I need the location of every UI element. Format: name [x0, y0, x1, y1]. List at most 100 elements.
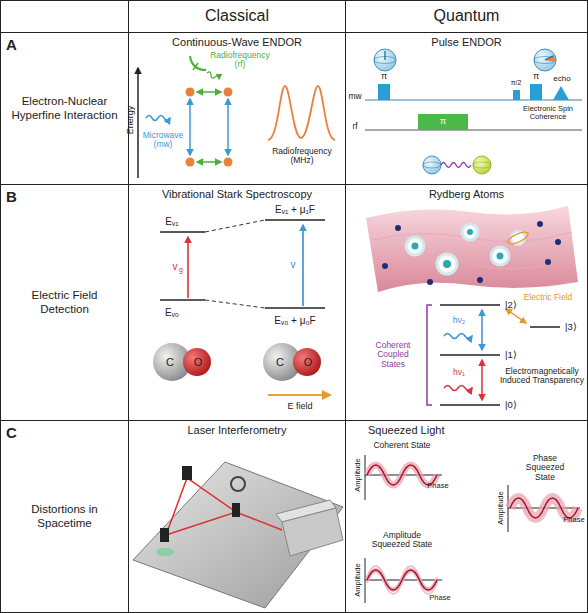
illustration-line — [265, 219, 325, 221]
illustration-path — [367, 572, 437, 594]
panel-title: Continuous-Wave ENDOR — [129, 36, 345, 49]
panel-letter: B — [6, 188, 17, 205]
annotation-label: Electric Field — [524, 293, 573, 302]
illustration-line — [481, 360, 483, 400]
panel-title: Rydberg Atoms — [346, 188, 587, 201]
illustration-path — [207, 72, 219, 79]
illustration-line — [506, 309, 526, 323]
illustration-circle — [555, 239, 561, 245]
illustration-path — [441, 163, 471, 168]
illustration-circle — [545, 259, 551, 265]
pulse-endor-illustration — [365, 49, 582, 174]
illustration-circle — [534, 49, 556, 71]
illustration-line — [265, 307, 325, 309]
illustration-line — [160, 231, 205, 233]
illustration-path — [545, 55, 555, 62]
panel-title: Vibrational Stark Spectroscopy — [129, 188, 345, 201]
illustration-circle — [437, 254, 457, 274]
illustration-path — [375, 258, 575, 269]
column-header: Quantum — [434, 7, 500, 25]
illustration-circle — [412, 243, 419, 250]
illustration-line — [365, 100, 582, 101]
illustration-path — [166, 478, 282, 535]
illustration-line — [268, 394, 330, 396]
illustration-line — [440, 404, 500, 406]
illustration-path — [444, 386, 472, 391]
illustration-circle — [473, 156, 491, 174]
row-label: Electric Field Detection — [9, 289, 121, 315]
annotation-label: Phase — [429, 594, 450, 602]
illustration-circle — [491, 247, 509, 265]
column-header: Classical — [205, 7, 269, 25]
column-header-cell: Classical — [128, 0, 346, 33]
illustration-rect — [232, 503, 240, 517]
annotation-label: echo — [553, 75, 570, 84]
illustration-line — [302, 225, 304, 306]
annotation-label: hν₂ — [453, 316, 465, 325]
panel-title: Pulse ENDOR — [346, 36, 587, 49]
illustration-line — [187, 237, 189, 298]
annotation-label: π — [381, 72, 387, 82]
annotation-label: Eᵥ₁ + μ₁F — [275, 204, 315, 215]
illustration-circle — [537, 221, 543, 227]
illustration-line — [205, 220, 265, 232]
panel-title: Squeezed Light — [346, 424, 587, 437]
illustration-line — [530, 326, 560, 328]
panel-letter: A — [6, 36, 17, 53]
interferometer-illustration — [133, 462, 343, 608]
illustration-circle — [293, 348, 321, 376]
illustration-circle — [467, 229, 473, 235]
row-label: Electron-Nuclear Hyperfine Interaction — [9, 95, 121, 121]
illustration-path — [553, 86, 569, 100]
illustration-rect — [182, 466, 192, 480]
annotation-label: Amplitude Squeezed State — [367, 531, 437, 550]
illustration-line — [189, 99, 191, 155]
annotation-label: Energy — [126, 106, 136, 135]
illustration-line — [160, 299, 205, 301]
illustration-line — [365, 130, 582, 131]
illustration-ellipse — [156, 548, 174, 556]
illustration-rect — [378, 84, 390, 100]
annotation-label: |2⟩ — [505, 300, 517, 310]
annotation-label: g — [179, 266, 183, 274]
column-header-cell: Quantum — [345, 0, 588, 33]
annotation-label: mw — [348, 92, 361, 101]
annotation-label: Electromagnetically Induced Transparency — [498, 367, 586, 386]
illustration-path — [268, 86, 335, 140]
illustration-ellipse — [423, 162, 441, 168]
row-label: Distortions in Spacetime — [9, 503, 121, 529]
illustration-line — [545, 56, 553, 60]
annotation-label: Microwave (mw) — [141, 131, 186, 150]
annotation-label: |0⟩ — [505, 400, 517, 410]
annotation-label: v — [291, 259, 296, 270]
illustration-circle — [477, 277, 483, 283]
illustration-circle — [224, 88, 233, 97]
annotation-label: Electronic Spin Coherence — [513, 105, 583, 122]
illustration-circle — [497, 253, 504, 260]
annotation-label: Eᵥ₀ — [165, 307, 179, 318]
empty-corner-cell — [1, 1, 129, 33]
annotation-label: Phase Squeezed State — [515, 454, 575, 482]
annotation-label: Amplitude — [354, 563, 362, 596]
annotation-label: Radiofrequency (MHz) — [265, 147, 340, 166]
panel-letter: C — [6, 424, 17, 441]
illustration-line — [197, 161, 221, 163]
illustration-path — [190, 56, 206, 70]
annotation-label: Amplitude — [354, 458, 362, 491]
annotation-label: Coherent Coupled States — [366, 341, 421, 369]
illustration-circle — [423, 156, 441, 174]
illustration-circle — [427, 279, 433, 285]
annotation-label: E field — [287, 402, 312, 412]
annotation-label: |3⟩ — [565, 322, 577, 332]
illustration-ellipse — [506, 230, 529, 247]
illustration-circle — [395, 225, 401, 231]
illustration-circle — [183, 348, 211, 376]
illustration-line — [197, 91, 221, 93]
illustration-line — [205, 300, 265, 308]
illustration-circle — [406, 237, 424, 255]
illustration-circle — [374, 49, 396, 71]
illustration-rect — [530, 84, 542, 100]
row-label-cell: C Distortions in Spacetime — [0, 420, 129, 613]
annotation-label: C — [166, 356, 174, 368]
illustration-circle — [382, 263, 388, 269]
